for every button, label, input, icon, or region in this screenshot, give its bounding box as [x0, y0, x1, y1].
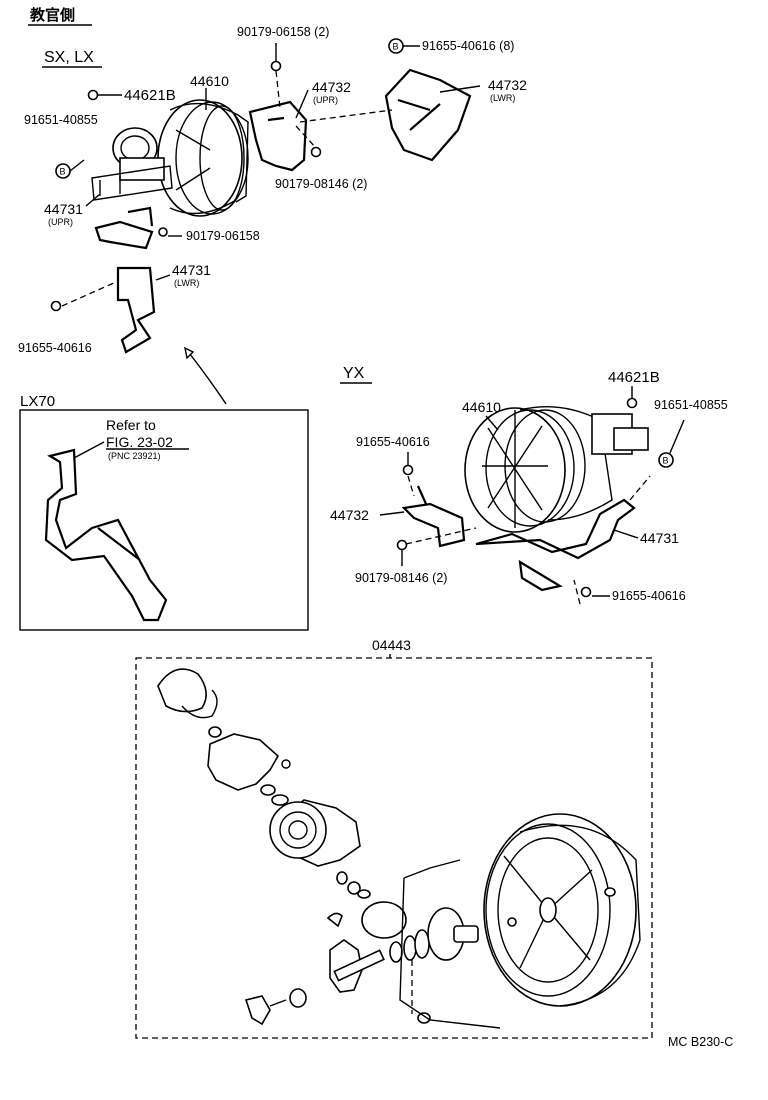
label-44610-yx: 44610: [462, 399, 501, 415]
label-44731-upr-sub: (UPR): [48, 217, 73, 227]
b-marker-icon: [658, 452, 674, 468]
label-90179-08146-yx: 90179-08146 (2): [355, 571, 447, 585]
brake-booster-yx: [464, 406, 649, 533]
label-91655-40616-yx-a: 91655-40616: [356, 435, 430, 449]
nut-icon: [396, 397, 638, 598]
brake-booster-sx-lx: [157, 99, 249, 217]
bracket-44732-lwr: [384, 68, 472, 162]
kit-components: [157, 668, 641, 1029]
bracket-44731-yx: [475, 498, 636, 592]
label-44732-upr: 44732: [312, 79, 351, 95]
nut-icon: [50, 60, 322, 312]
label-91651-40855-yx: 91651-40855: [654, 398, 728, 412]
label-44732-yx: 44732: [330, 507, 369, 523]
header-title: 教官側: [29, 6, 75, 24]
label-91655-40616-yx-b: 91655-40616: [612, 589, 686, 603]
bracket-lx70: [44, 448, 168, 622]
b-marker-label-yx: B: [663, 456, 669, 466]
bracket-44731-upr: [94, 206, 154, 250]
kit-dashed-box: [135, 657, 653, 1039]
label-04443: 04443: [372, 637, 411, 653]
section-yx-title: YX: [343, 365, 365, 382]
label-90179-08146-2: 90179-08146 (2): [275, 177, 367, 191]
leader-lines-yx: [379, 386, 685, 605]
label-44731-yx: 44731: [640, 530, 679, 546]
label-44731-upr: 44731: [44, 201, 83, 217]
label-91655-40616-8: 91655-40616 (8): [422, 39, 514, 53]
label-44732-lwr-sub: (LWR): [490, 93, 515, 103]
b-marker-label: B: [60, 167, 66, 177]
label-44621b: 44621B: [124, 87, 176, 104]
label-90179-06158: 90179-06158: [186, 229, 260, 243]
lx70-box: [19, 409, 309, 631]
master-cylinder-sx-lx: [91, 127, 173, 201]
b-marker-icon: [55, 38, 404, 179]
lx70-leader: [73, 441, 105, 459]
arrow-head-icon: [184, 346, 195, 360]
label-91651-40855: 91651-40855: [24, 113, 98, 127]
lx70-fig-text: FIG. 23-02: [106, 434, 173, 450]
label-44731-lwr: 44731: [172, 262, 211, 278]
label-44731-lwr-sub: (LWR): [174, 278, 199, 288]
label-44732-upr-sub: (UPR): [313, 95, 338, 105]
section-lx70-title: LX70: [20, 393, 55, 410]
label-44621b-yx: 44621B: [608, 369, 660, 386]
label-44732-lwr: 44732: [488, 77, 527, 93]
lx70-pnc-text: (PNC 23921): [108, 451, 161, 461]
bracket-44732-yx: [401, 485, 466, 548]
bracket-44731-lwr: [116, 266, 156, 354]
leader-lines-sx-lx: [61, 43, 481, 307]
arrow-to-lx70: [189, 353, 227, 405]
label-44610: 44610: [190, 73, 229, 89]
bracket-44732-upr: [248, 100, 308, 172]
label-91655-40616: 91655-40616: [18, 341, 92, 355]
section-sx-lx-title: SX, LX: [44, 49, 94, 66]
label-90179-06158-2: 90179-06158 (2): [237, 25, 329, 39]
b-marker-label-top: B: [393, 42, 399, 52]
lx70-refer-text: Refer to: [106, 417, 156, 433]
footer-code: MC B230-C: [668, 1035, 733, 1049]
